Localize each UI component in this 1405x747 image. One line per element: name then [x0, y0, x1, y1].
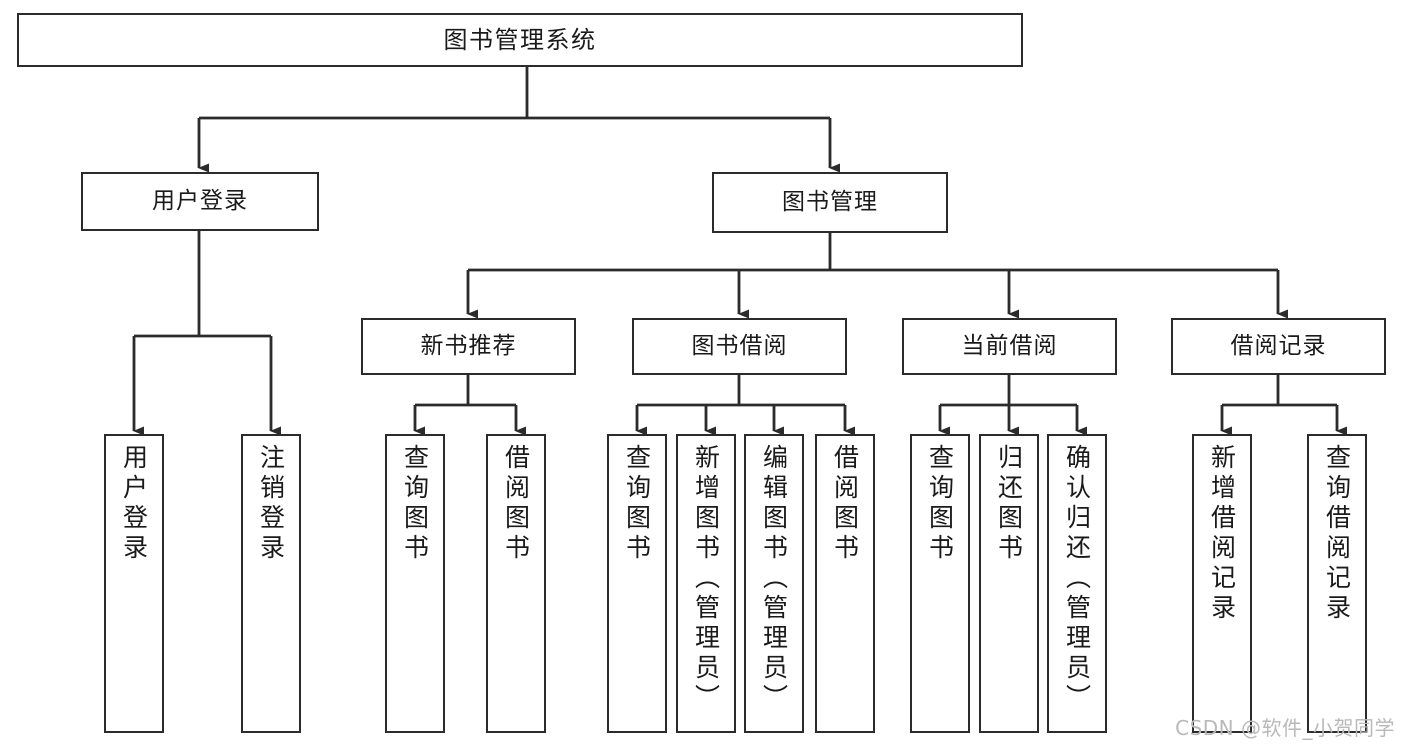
node-label: 查询图书	[925, 444, 955, 564]
leaf-current-borrow-confirm[interactable]: 确认归还（管理员）	[1047, 434, 1107, 733]
node-new-book-recommend[interactable]: 新书推荐	[361, 318, 576, 375]
node-label: 新增借阅记录	[1207, 444, 1237, 624]
node-user-login[interactable]: 用户登录	[81, 172, 319, 231]
leaf-new-book-borrow[interactable]: 借阅图书	[486, 434, 546, 733]
node-label: 借阅图书	[830, 444, 860, 564]
node-label: 查询图书	[622, 444, 652, 564]
leaf-borrow-record-query[interactable]: 查询借阅记录	[1307, 434, 1367, 733]
node-borrow-record[interactable]: 借阅记录	[1171, 318, 1386, 375]
leaf-book-borrow-borrow[interactable]: 借阅图书	[815, 434, 875, 733]
leaf-book-borrow-query[interactable]: 查询图书	[607, 434, 667, 733]
leaf-book-borrow-edit[interactable]: 编辑图书（管理员）	[744, 434, 804, 733]
node-book-borrow[interactable]: 图书借阅	[632, 318, 847, 375]
leaf-current-borrow-return[interactable]: 归还图书	[979, 434, 1039, 733]
node-label: 图书借阅	[691, 332, 788, 359]
node-label: 新书推荐	[420, 332, 517, 359]
node-label: 查询借阅记录	[1322, 444, 1352, 624]
node-label: 用户登录	[119, 444, 149, 564]
node-label: 图书管理	[782, 188, 878, 215]
node-label: 查询图书	[400, 444, 430, 564]
node-label: 注销登录	[256, 444, 286, 564]
leaf-user-login-logout[interactable]: 注销登录	[241, 434, 301, 733]
node-label: 借阅图书	[501, 444, 531, 564]
node-label: 用户登录	[152, 187, 248, 214]
leaf-current-borrow-query[interactable]: 查询图书	[910, 434, 970, 733]
node-label: 确认归还（管理员）	[1062, 444, 1092, 714]
leaf-book-borrow-add[interactable]: 新增图书（管理员）	[676, 434, 736, 733]
node-root-system[interactable]: 图书管理系统	[17, 13, 1023, 67]
node-book-management[interactable]: 图书管理	[712, 172, 948, 233]
watermark-text: CSDN @软件_小贺同学	[1175, 716, 1395, 740]
node-current-borrow[interactable]: 当前借阅	[902, 318, 1117, 375]
node-label: 编辑图书（管理员）	[759, 444, 789, 714]
node-label: 新增图书（管理员）	[691, 444, 721, 714]
leaf-new-book-query[interactable]: 查询图书	[385, 434, 445, 733]
node-label: 归还图书	[994, 444, 1024, 564]
node-label: 借阅记录	[1230, 332, 1327, 359]
leaf-user-login-login[interactable]: 用户登录	[104, 434, 164, 733]
leaf-borrow-record-add[interactable]: 新增借阅记录	[1192, 434, 1252, 733]
node-label: 当前借阅	[961, 332, 1058, 359]
node-label: 图书管理系统	[443, 25, 597, 54]
